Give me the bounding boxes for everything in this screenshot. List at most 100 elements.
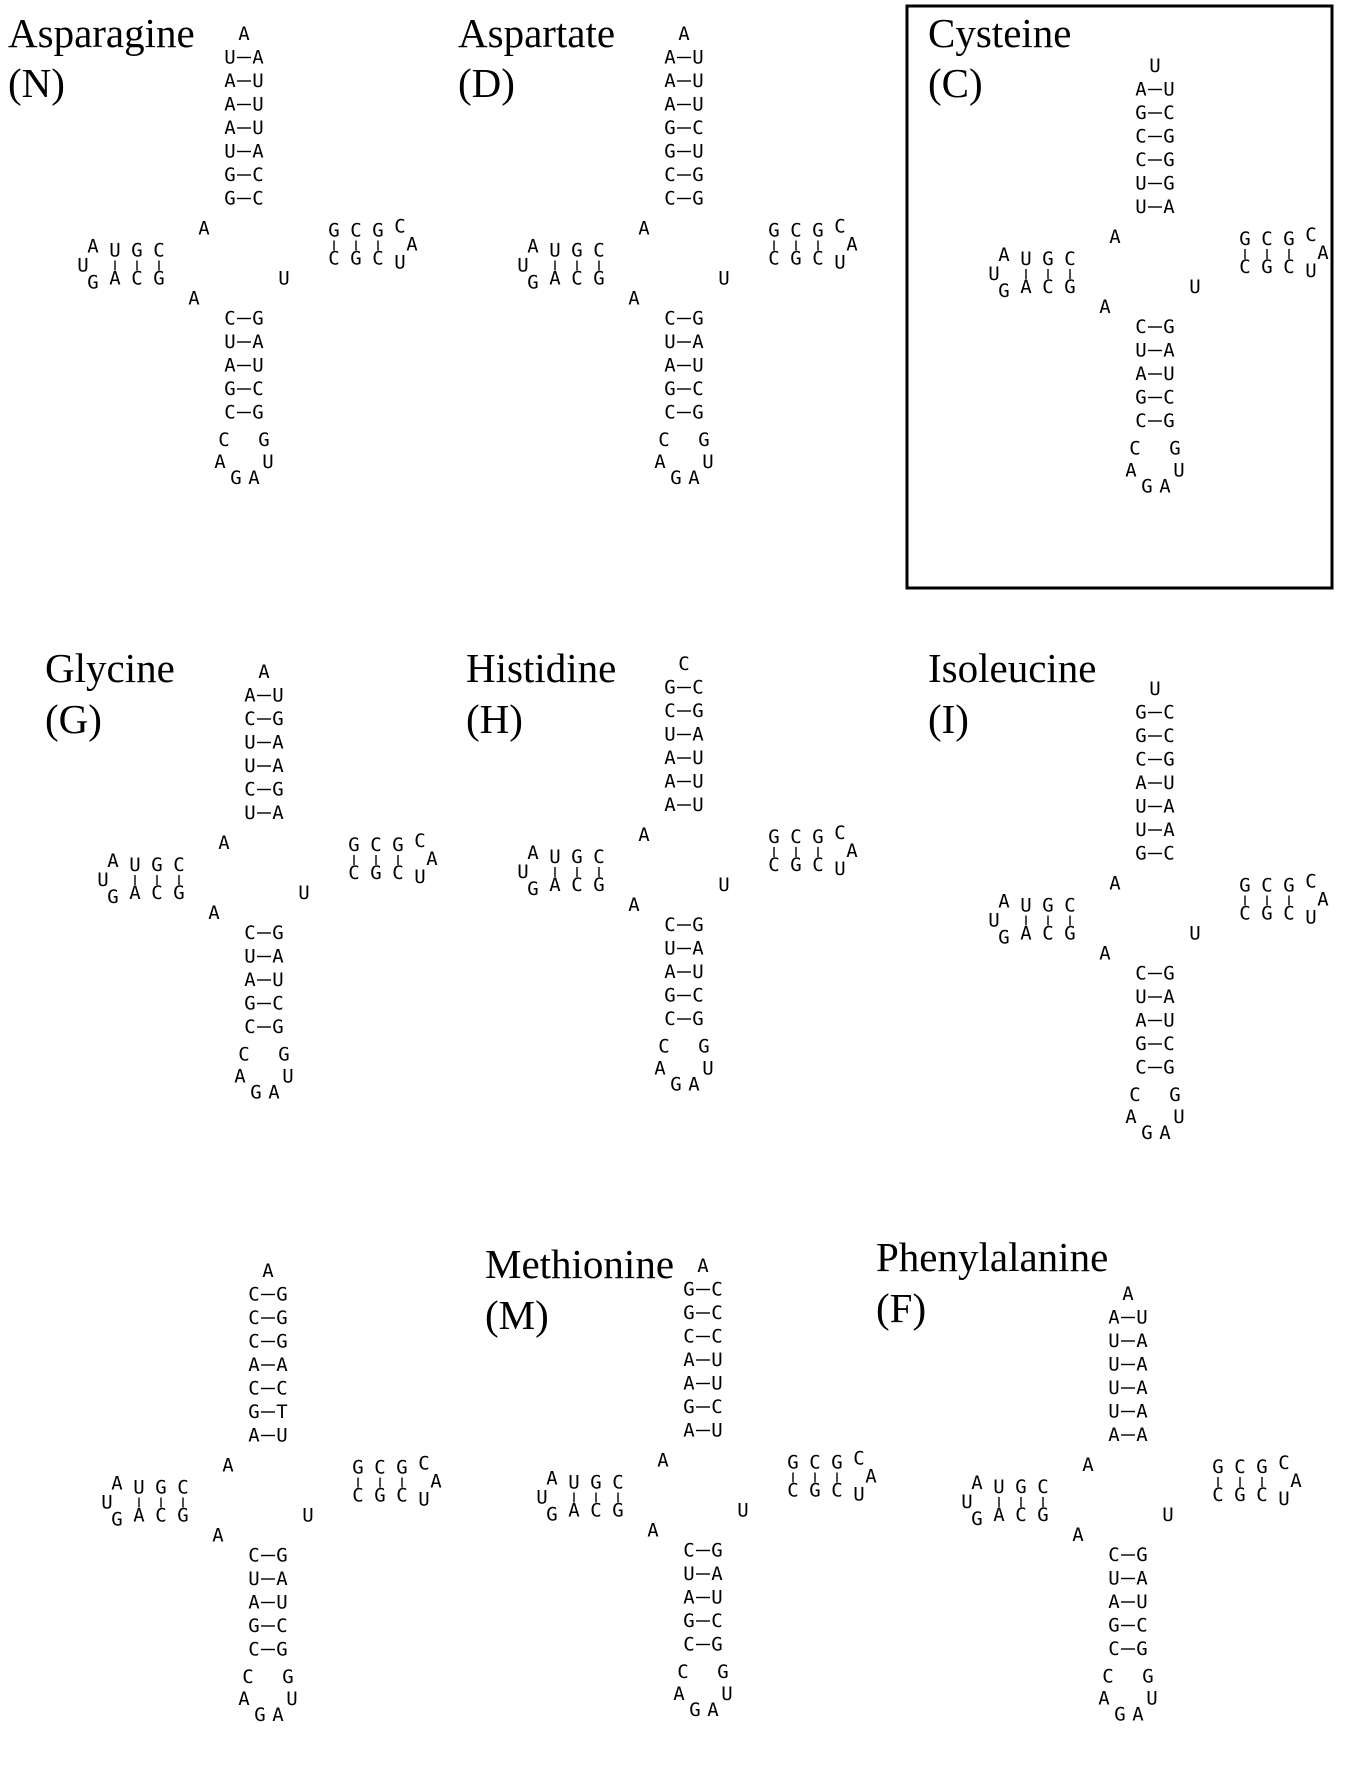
loop-nucleotide: A: [1072, 1524, 1084, 1546]
d-arm-nucleotide: C: [177, 1477, 188, 1499]
anticodon-arm-nucleotide: U: [276, 1592, 287, 1614]
d-arm-nucleotide: U: [549, 240, 560, 262]
anticodon-arm-nucleotide: C: [248, 1639, 259, 1661]
t-arm-nucleotide: C: [790, 826, 801, 848]
loop-nucleotide: A: [188, 288, 200, 310]
d-arm-nucleotide: G: [151, 854, 162, 876]
anticodon-arm-nucleotide: U: [248, 1568, 259, 1590]
anticodon-loop-nucleotide: G: [254, 1704, 265, 1726]
acceptor-nucleotide: C: [248, 1284, 259, 1306]
t-loop-nucleotide: C: [1305, 871, 1316, 893]
t-arm-nucleotide: G: [809, 1480, 820, 1502]
anticodon-arm-nucleotide: C: [692, 985, 703, 1007]
acceptor-nucleotide: A: [1136, 1330, 1148, 1352]
d-arm-nucleotide: G: [593, 874, 604, 896]
anticodon-loop-nucleotide: U: [286, 1688, 297, 1710]
acceptor-nucleotide: U: [272, 685, 283, 707]
d-arm-nucleotide: U: [109, 240, 120, 262]
acceptor-nucleotide: A: [683, 1420, 695, 1442]
cysteine-highlight-box: [905, 4, 1334, 590]
acceptor-nucleotide: C: [244, 708, 255, 730]
t-arm-nucleotide: C: [831, 1480, 842, 1502]
anticodon-loop-nucleotide: A: [1125, 1106, 1137, 1128]
anticodon-arm-nucleotide: G: [683, 1610, 694, 1632]
aspartate-code: (D): [458, 60, 515, 106]
t-arm-nucleotide: G: [372, 220, 383, 242]
anticodon-loop-nucleotide: A: [707, 1699, 719, 1721]
acceptor-nucleotide: A: [272, 732, 284, 754]
t-loop-nucleotide: C: [414, 830, 425, 852]
anticodon-loop-nucleotide: A: [688, 1074, 700, 1096]
anticodon-arm-nucleotide: G: [224, 378, 235, 400]
acceptor-nucleotide: G: [1135, 725, 1146, 747]
anticodon-loop-nucleotide: G: [670, 467, 681, 489]
t-arm-nucleotide: C: [1256, 1484, 1267, 1506]
d-arm-nucleotide: A: [1020, 276, 1032, 298]
acceptor-nucleotide: U: [1135, 173, 1146, 195]
d-arm-nucleotide: U: [568, 1472, 579, 1494]
t-arm-nucleotide: G: [812, 220, 823, 242]
d-arm-nucleotide: G: [131, 240, 142, 262]
t-loop-nucleotide: A: [865, 1466, 877, 1488]
acceptor-nucleotide: A: [697, 1255, 709, 1277]
acceptor-nucleotide: A: [664, 747, 676, 769]
anticodon-loop-nucleotide: A: [1132, 1704, 1144, 1726]
acceptor-nucleotide: U: [1135, 796, 1146, 818]
t-arm-nucleotide: C: [396, 1485, 407, 1507]
anticodon-arm-nucleotide: C: [244, 922, 255, 944]
acceptor-nucleotide: A: [258, 661, 270, 683]
anticodon-arm-nucleotide: A: [252, 331, 264, 353]
anticodon-arm-nucleotide: G: [276, 1545, 287, 1567]
acceptor-nucleotide: A: [664, 70, 676, 92]
anticodon-loop-nucleotide: U: [1173, 1106, 1184, 1128]
loop-nucleotide: A: [1099, 296, 1111, 318]
acceptor-nucleotide: A: [1108, 1307, 1120, 1329]
t-loop-nucleotide: A: [426, 848, 438, 870]
cysteine-code: (C): [928, 60, 983, 106]
acceptor-nucleotide: A: [224, 70, 236, 92]
acceptor-nucleotide: U: [664, 724, 675, 746]
anticodon-arm-nucleotide: U: [272, 969, 283, 991]
anticodon-loop-nucleotide: U: [721, 1683, 732, 1705]
anticodon-loop-nucleotide: G: [1141, 476, 1152, 498]
acceptor-nucleotide: U: [276, 1425, 287, 1447]
loop-nucleotide: A: [638, 824, 650, 846]
acceptor-nucleotide: A: [238, 23, 250, 45]
t-arm-nucleotide: G: [348, 834, 359, 856]
histidine-code: (H): [466, 696, 523, 742]
acceptor-nucleotide: A: [1163, 796, 1175, 818]
anticodon-arm-nucleotide: U: [1136, 1591, 1147, 1613]
d-loop-nucleotide: A: [527, 842, 539, 864]
acceptor-nucleotide: C: [692, 117, 703, 139]
t-arm-nucleotide: G: [352, 1457, 363, 1479]
d-arm-nucleotide: C: [590, 1500, 601, 1522]
loop-nucleotide: A: [208, 902, 220, 924]
t-arm-nucleotide: G: [768, 220, 779, 242]
anticodon-arm-nucleotide: C: [1135, 963, 1146, 985]
anticodon-arm-nucleotide: C: [1163, 387, 1174, 409]
d-arm-nucleotide: A: [993, 1504, 1005, 1526]
anticodon-arm-nucleotide: U: [1135, 986, 1146, 1008]
anticodon-arm-nucleotide: G: [692, 914, 703, 936]
d-loop-nucleotide: U: [536, 1487, 547, 1509]
glycine-code: (G): [45, 696, 102, 742]
acceptor-nucleotide: U: [1136, 1307, 1147, 1329]
t-arm-nucleotide: G: [392, 834, 403, 856]
loop-nucleotide: A: [628, 288, 640, 310]
anticodon-arm-nucleotide: A: [692, 938, 704, 960]
t-arm-nucleotide: C: [790, 220, 801, 242]
d-loop-nucleotide: U: [97, 869, 108, 891]
anticodon-arm-nucleotide: C: [664, 1008, 675, 1030]
d-loop-nucleotide: U: [961, 1491, 972, 1513]
acceptor-nucleotide: A: [224, 94, 236, 116]
anticodon-arm-nucleotide: U: [244, 946, 255, 968]
loop-nucleotide: A: [198, 218, 210, 240]
anticodon-arm-nucleotide: A: [1163, 340, 1175, 362]
anticodon-arm-nucleotide: G: [248, 1615, 259, 1637]
anticodon-arm-nucleotide: U: [664, 938, 675, 960]
phenylalanine-name: Phenylalanine: [876, 1234, 1108, 1280]
